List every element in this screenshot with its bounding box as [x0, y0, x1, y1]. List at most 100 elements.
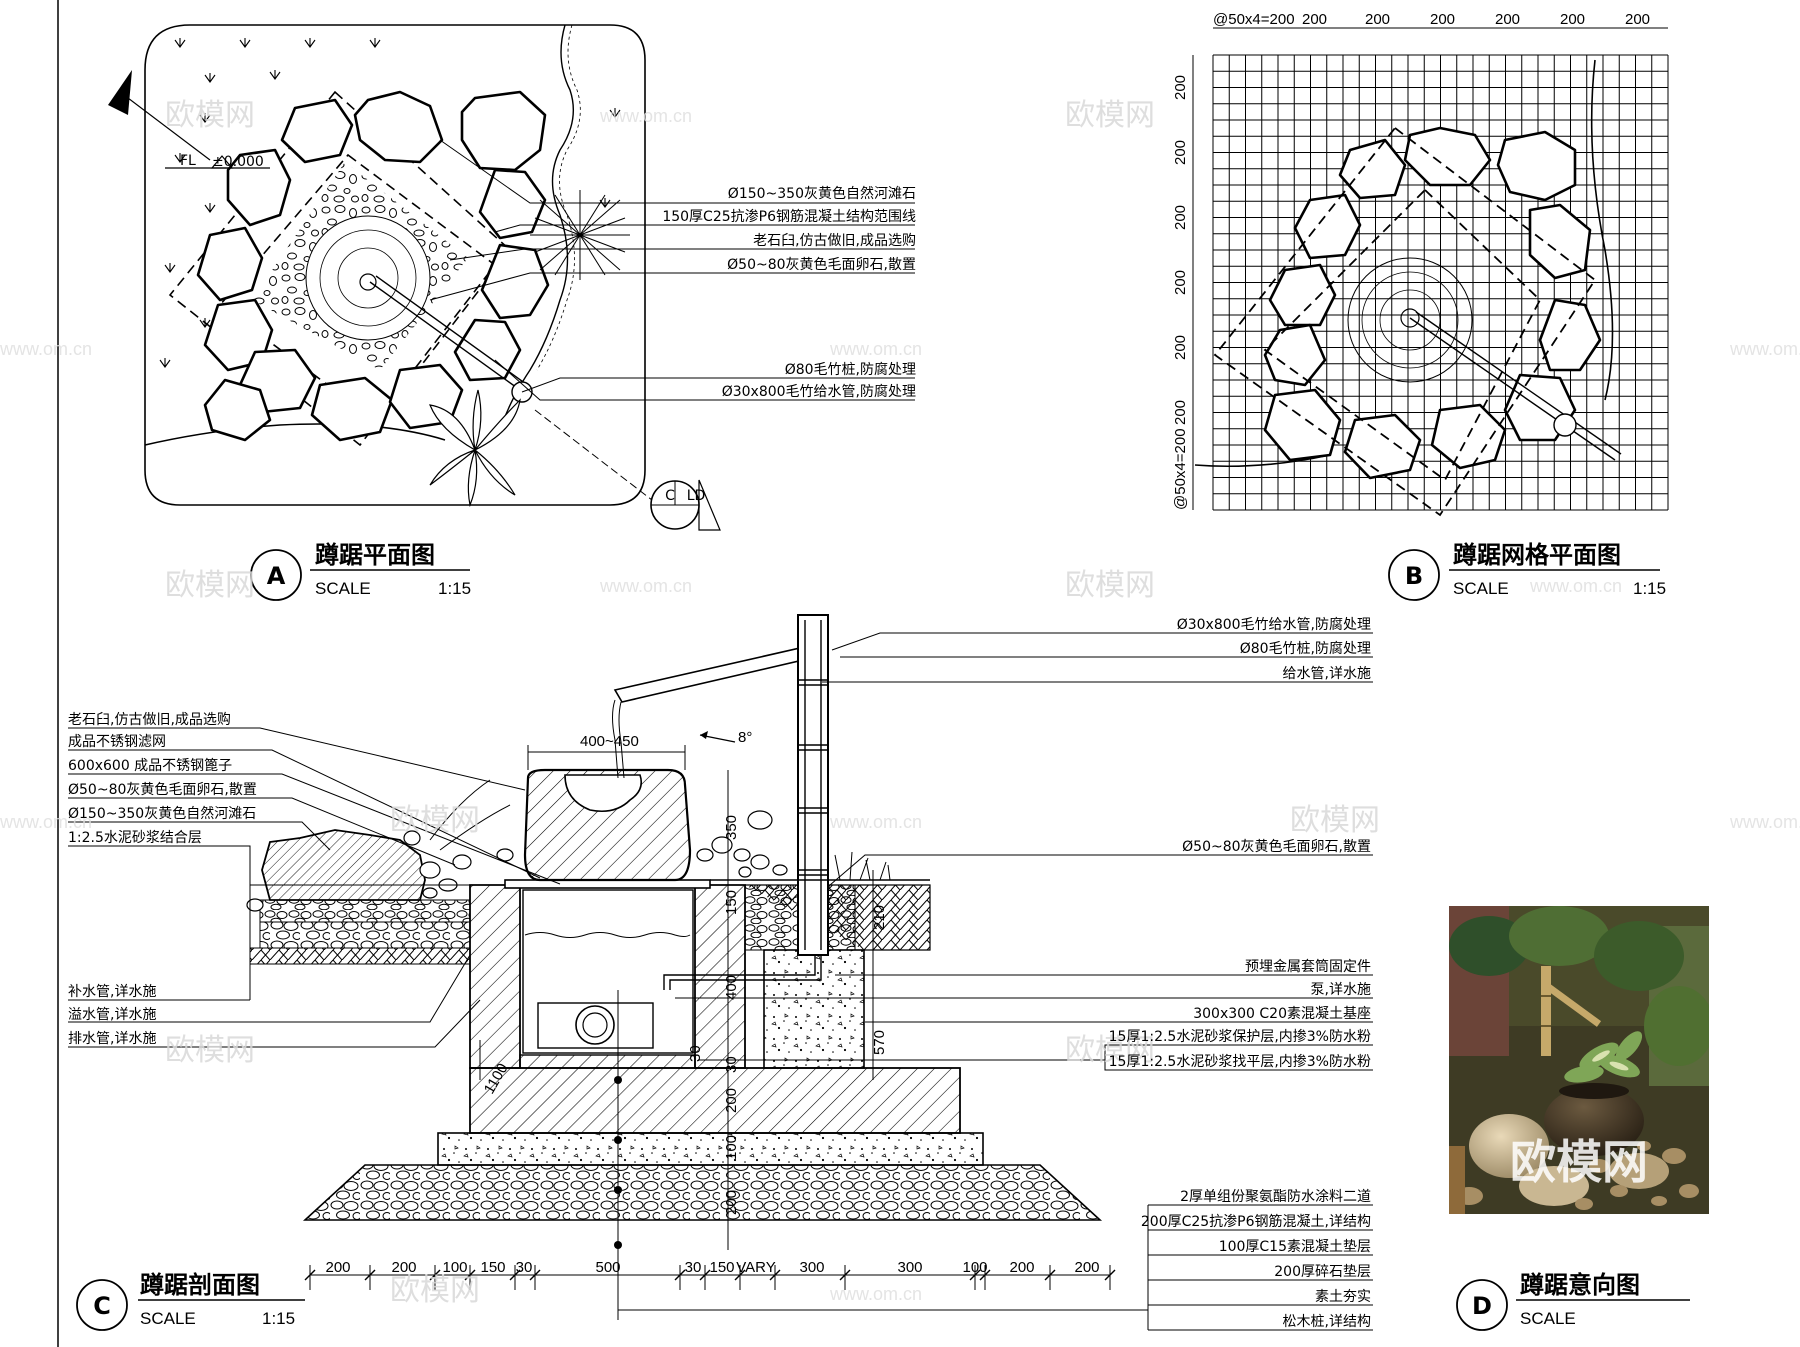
- callout-a-3: 老石臼,仿古做旧,成品选购: [753, 233, 916, 249]
- svg-text:www.om.cn: www.om.cn: [1729, 812, 1800, 832]
- section-c-scale-value: 1:15: [262, 1309, 295, 1328]
- c-vdim-0: 350: [723, 815, 740, 840]
- c-bottom-dim: 200: [1074, 1259, 1099, 1276]
- c-top-dim: 400~450: [580, 733, 639, 750]
- photo-d-id: D: [1472, 1292, 1492, 1320]
- b-top-dim-2: 200: [1365, 11, 1390, 28]
- plan-a-scale-value: 1:15: [438, 579, 471, 598]
- c-bottom-dim: 100: [962, 1259, 987, 1276]
- svg-text:www.om.cn: www.om.cn: [0, 339, 92, 359]
- intent-photo-illustration: 欧模网: [1449, 906, 1709, 1214]
- c-left-pipe-1: 溢水管,详水施: [68, 1007, 156, 1023]
- c-vdim-5: 100: [723, 1135, 740, 1160]
- svg-text:欧模网: 欧模网: [165, 98, 255, 133]
- section-c-drawing: [68, 614, 1373, 1331]
- section-c-id: C: [93, 1292, 111, 1320]
- photo-watermark: 欧模网: [1510, 1135, 1648, 1189]
- svg-text:www.om.cn: www.om.cn: [829, 812, 922, 832]
- section-c-text: 老石臼,仿古做旧,成品选购 成品不锈钢滤网 600x600 成品不锈钢篦子 Ø5…: [68, 616, 1371, 1330]
- c-vdim-7: 210: [871, 905, 888, 930]
- plan-a-scale-label: SCALE: [315, 579, 371, 598]
- c-bottom-dim: 200: [325, 1259, 350, 1276]
- c-right-3: 15厚1:2.5水泥砂浆保护层,内掺3%防水粉: [1109, 1028, 1371, 1045]
- c-bottom-dim: 30: [685, 1259, 702, 1276]
- c-left-callout-5: 1:2.5水泥砂浆结合层: [68, 830, 202, 846]
- watermarks: 欧模网 欧模网 欧模网 欧模网 欧模网 欧模网 欧模网 欧模网 欧模网 www.…: [0, 98, 1800, 1308]
- photo-d-title: 蹲踞意向图: [1520, 1271, 1640, 1299]
- svg-text:www.om.cn: www.om.cn: [0, 812, 92, 832]
- plan-a-drawing: [108, 24, 915, 601]
- svg-text:www.om.cn: www.om.cn: [599, 106, 692, 126]
- c-bottom-dim: 300: [897, 1259, 922, 1276]
- callout-a-6: Ø30x800毛竹给水管,防腐处理: [722, 383, 916, 400]
- photo-d-scale-label: SCALE: [1520, 1309, 1576, 1328]
- callout-a-1: Ø150~350灰黄色自然河滩石: [728, 185, 916, 202]
- c-bottom-dim: VARY: [736, 1259, 775, 1276]
- c-right-top-1: Ø80毛竹桩,防腐处理: [1240, 640, 1371, 657]
- svg-text:欧模网: 欧模网: [1290, 803, 1380, 838]
- c-vdim-3: 30: [723, 1056, 740, 1073]
- callout-a-2: 150厚C25抗渗P6钢筋混凝土结构范围线: [662, 208, 916, 225]
- section-mark: C: [665, 488, 675, 504]
- plan-b-id: B: [1405, 562, 1423, 590]
- c-right-top-2: 给水管,详水施: [1283, 666, 1371, 682]
- c-vdim-1: 150: [723, 890, 740, 915]
- b-top-dim-5: 200: [1560, 11, 1585, 28]
- plan-b-text: @50x4=200 200 200 200 200 200 200 200 20…: [1172, 11, 1666, 598]
- c-slope: 8°: [738, 729, 752, 746]
- c-bottom-dim: 300: [799, 1259, 824, 1276]
- c-layer-2: 100厚C15素混凝土垫层: [1219, 1239, 1371, 1255]
- b-top-dim-3: 200: [1430, 11, 1455, 28]
- b-left-dim-6: @50x4=200: [1172, 428, 1189, 510]
- stone-mortar-symbol: [523, 768, 692, 882]
- section-ref: LD: [687, 488, 706, 504]
- c-layer-5: 松木桩,详结构: [1283, 1313, 1371, 1330]
- c-right-0: 预埋金属套筒固定件: [1245, 958, 1371, 975]
- c-bottom-dim: 30: [516, 1259, 533, 1276]
- svg-text:www.om.cn: www.om.cn: [829, 339, 922, 359]
- svg-text:www.om.cn: www.om.cn: [1529, 576, 1622, 596]
- b-left-dim-2: 200: [1172, 205, 1189, 230]
- c-left-callout-4: Ø150~350灰黄色自然河滩石: [68, 805, 256, 822]
- callout-a-5: Ø80毛竹桩,防腐处理: [785, 361, 916, 378]
- svg-text:欧模网: 欧模网: [165, 1033, 255, 1068]
- c-layer-0: 2厚单组份聚氨酯防水涂料二道: [1180, 1189, 1371, 1205]
- section-c-scale-label: SCALE: [140, 1309, 196, 1328]
- c-bottom-dim: 200: [391, 1259, 416, 1276]
- c-bottom-dim: 100: [442, 1259, 467, 1276]
- c-vdim-10: 30: [687, 1045, 704, 1062]
- b-left-dim-4: 200: [1172, 335, 1189, 360]
- plan-a-title: 蹲踞平面图: [315, 541, 435, 569]
- c-bottom-dim: 150: [709, 1259, 734, 1276]
- c-layer-1: 200厚C25抗渗P6钢筋混凝土,详结构: [1141, 1213, 1371, 1230]
- level-value: ±0.000: [212, 154, 264, 170]
- c-right-mid: Ø50~80灰黄色毛面卵石,散置: [1182, 838, 1371, 855]
- svg-text:www.om.cn: www.om.cn: [829, 1284, 922, 1304]
- b-top-dim-6: 200: [1625, 11, 1650, 28]
- plan-a-text: FL ±0.000 Ø150~350灰黄色自然河滩石 150厚C25抗渗P6钢筋…: [180, 153, 916, 598]
- plan-b-title: 蹲踞网格平面图: [1453, 541, 1621, 569]
- c-left-pipe-2: 排水管,详水施: [68, 1031, 156, 1047]
- plan-b-drawing: [1192, 27, 1669, 601]
- level-mark: [165, 155, 270, 169]
- c-vdim-6: 200: [723, 1190, 740, 1215]
- c-right-2: 300x300 C20素混凝土基座: [1193, 1005, 1371, 1022]
- c-vdim-4: 200: [723, 1088, 740, 1113]
- plan-a-id: A: [267, 562, 286, 590]
- plant-leaf-symbol: [429, 389, 521, 508]
- svg-text:欧模网: 欧模网: [1065, 1033, 1155, 1068]
- c-layer-4: 素土夯实: [1315, 1289, 1371, 1305]
- c-left-callout-0: 老石臼,仿古做旧,成品选购: [68, 712, 231, 728]
- plan-b-scale-label: SCALE: [1453, 579, 1509, 598]
- photo-d-text: D 蹲踞意向图 SCALE: [1472, 1271, 1640, 1328]
- svg-text:欧模网: 欧模网: [1065, 568, 1155, 603]
- svg-text:欧模网: 欧模网: [1065, 98, 1155, 133]
- b-left-dim-0: 200: [1172, 75, 1189, 100]
- c-right-1: 泵,详水施: [1311, 982, 1371, 998]
- section-c-title: 蹲踞剖面图: [140, 1271, 260, 1299]
- c-right-4: 15厚1:2.5水泥砂浆找平层,内掺3%防水粉: [1109, 1053, 1371, 1070]
- svg-text:欧模网: 欧模网: [390, 1273, 480, 1308]
- b-left-dim-1: 200: [1172, 140, 1189, 165]
- plan-b-scale-value: 1:15: [1633, 579, 1666, 598]
